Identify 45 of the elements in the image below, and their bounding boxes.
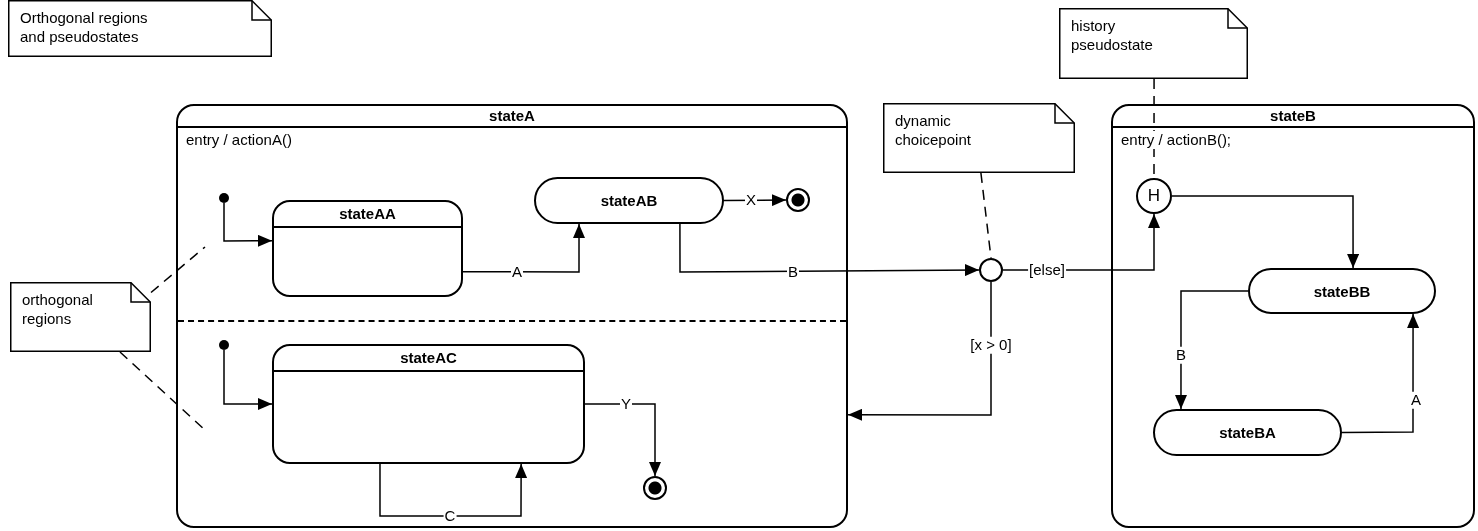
transition-arrow xyxy=(223,349,273,410)
transition-arrow xyxy=(679,223,980,277)
entry-action: entry / actionA() xyxy=(186,131,292,149)
state-name: stateAA xyxy=(339,205,396,222)
transition-arrow xyxy=(462,223,585,273)
leader-line xyxy=(150,246,206,294)
state-name: stateAB xyxy=(600,192,658,209)
state-box xyxy=(272,200,463,297)
state-name: stateBA xyxy=(1219,424,1276,441)
transition-arrow xyxy=(379,463,528,517)
note-text: dynamic choicepoint xyxy=(895,111,972,149)
leader-line xyxy=(980,172,992,259)
entry-action: entry / actionB(); xyxy=(1121,131,1232,149)
leader-line xyxy=(119,351,206,431)
history-label: H xyxy=(1147,186,1161,206)
transition-arrow xyxy=(847,281,992,421)
final-state xyxy=(643,476,667,500)
composite-state xyxy=(1111,104,1475,528)
history-pseudostate xyxy=(1136,178,1172,214)
initial-state-dot xyxy=(219,193,229,203)
transition-arrow xyxy=(1175,290,1249,410)
note-text: Orthogonal regions and pseudostates xyxy=(20,8,149,46)
final-state xyxy=(786,188,810,212)
state-name: stateBB xyxy=(1313,282,1371,300)
edge-label: [else] xyxy=(1028,261,1066,279)
edge-label: [x > 0] xyxy=(969,336,1013,354)
transition-arrow xyxy=(723,194,787,207)
state-name: stateAC xyxy=(400,349,457,366)
state-box xyxy=(534,177,724,224)
state-name: stateB xyxy=(1270,107,1316,124)
note-text: orthogonal regions xyxy=(22,290,94,328)
initial-state-dot xyxy=(219,340,229,350)
state-box xyxy=(1248,268,1436,314)
transition-arrow xyxy=(584,403,661,477)
edge-label: B xyxy=(1175,346,1187,364)
note-text: history pseudostate xyxy=(1071,16,1154,54)
state-box xyxy=(1153,409,1342,456)
edge-label: A xyxy=(1410,391,1422,409)
state-box xyxy=(272,344,585,464)
composite-state xyxy=(176,104,848,528)
transition-arrow xyxy=(223,202,273,247)
state-name: stateA xyxy=(489,107,535,124)
transition-arrow xyxy=(1341,313,1420,434)
transition-arrow xyxy=(1171,195,1360,269)
choice-pseudostate xyxy=(979,258,1003,282)
